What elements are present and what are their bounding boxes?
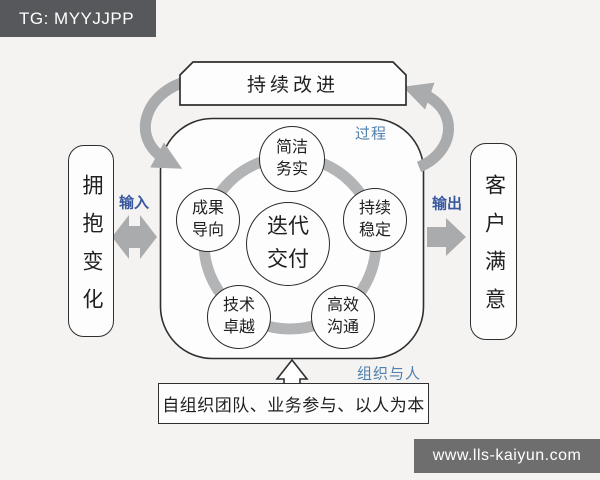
process-label: 过程 [354,125,388,143]
cycle-arrow-right-icon [402,82,454,173]
circle-technical-excellence: 技术 卓越 [207,285,271,349]
organization-principles-label: 自组织团队、业务参与、以人为本 [162,396,425,415]
website-watermark-badge: www.lls-kaiyun.com [414,439,600,473]
circle-text-line: 简洁 [275,139,308,157]
website-watermark-text: www.lls-kaiyun.com [432,447,582,464]
output-label: 输出 [431,195,463,213]
customer-satisfaction-box: 客户满意 [470,143,517,340]
cycle-arrow-left-icon [139,74,196,169]
circle-text-line: 高效 [326,297,359,315]
customer-satisfaction-label: 客户满意 [482,174,506,326]
circle-text-line: 交付 [267,248,309,271]
input-double-arrow-icon [112,215,157,259]
circle-efficient-communication: 高效 沟通 [311,285,375,349]
embrace-change-box: 拥抱变化 [68,145,114,337]
continuous-improvement-box [179,61,407,106]
up-arrow-outline-icon [275,358,309,385]
circle-text-line: 卓越 [222,319,255,336]
circle-text-line: 务实 [275,161,308,178]
org-people-label: 组织与人 [356,365,422,383]
continuous-improvement-label: 持续改进 [246,75,339,96]
circle-iterative-delivery: 迭代 交付 [246,202,330,286]
circle-text-line: 稳定 [358,222,391,239]
circle-text-line: 技术 [222,297,255,315]
circle-concise-pragmatic: 简洁 务实 [259,126,325,192]
circle-text-line: 成果 [191,200,224,218]
organization-principles-box: 自组织团队、业务参与、以人为本 [158,383,429,424]
circle-result-oriented: 成果 导向 [176,188,240,252]
circle-text-line: 迭代 [267,215,309,239]
circle-sustained-stability: 持续 稳定 [343,188,407,252]
input-label: 输入 [118,194,150,212]
output-arrow-icon [427,218,466,256]
circle-text-line: 导向 [191,222,224,239]
telegram-watermark-badge: TG: MYYJJPP [0,0,156,37]
embrace-change-label: 拥抱变化 [80,173,103,326]
circle-text-line: 持续 [358,200,391,218]
telegram-watermark-text: TG: MYYJJPP [19,8,135,28]
circle-text-line: 沟通 [326,319,359,336]
